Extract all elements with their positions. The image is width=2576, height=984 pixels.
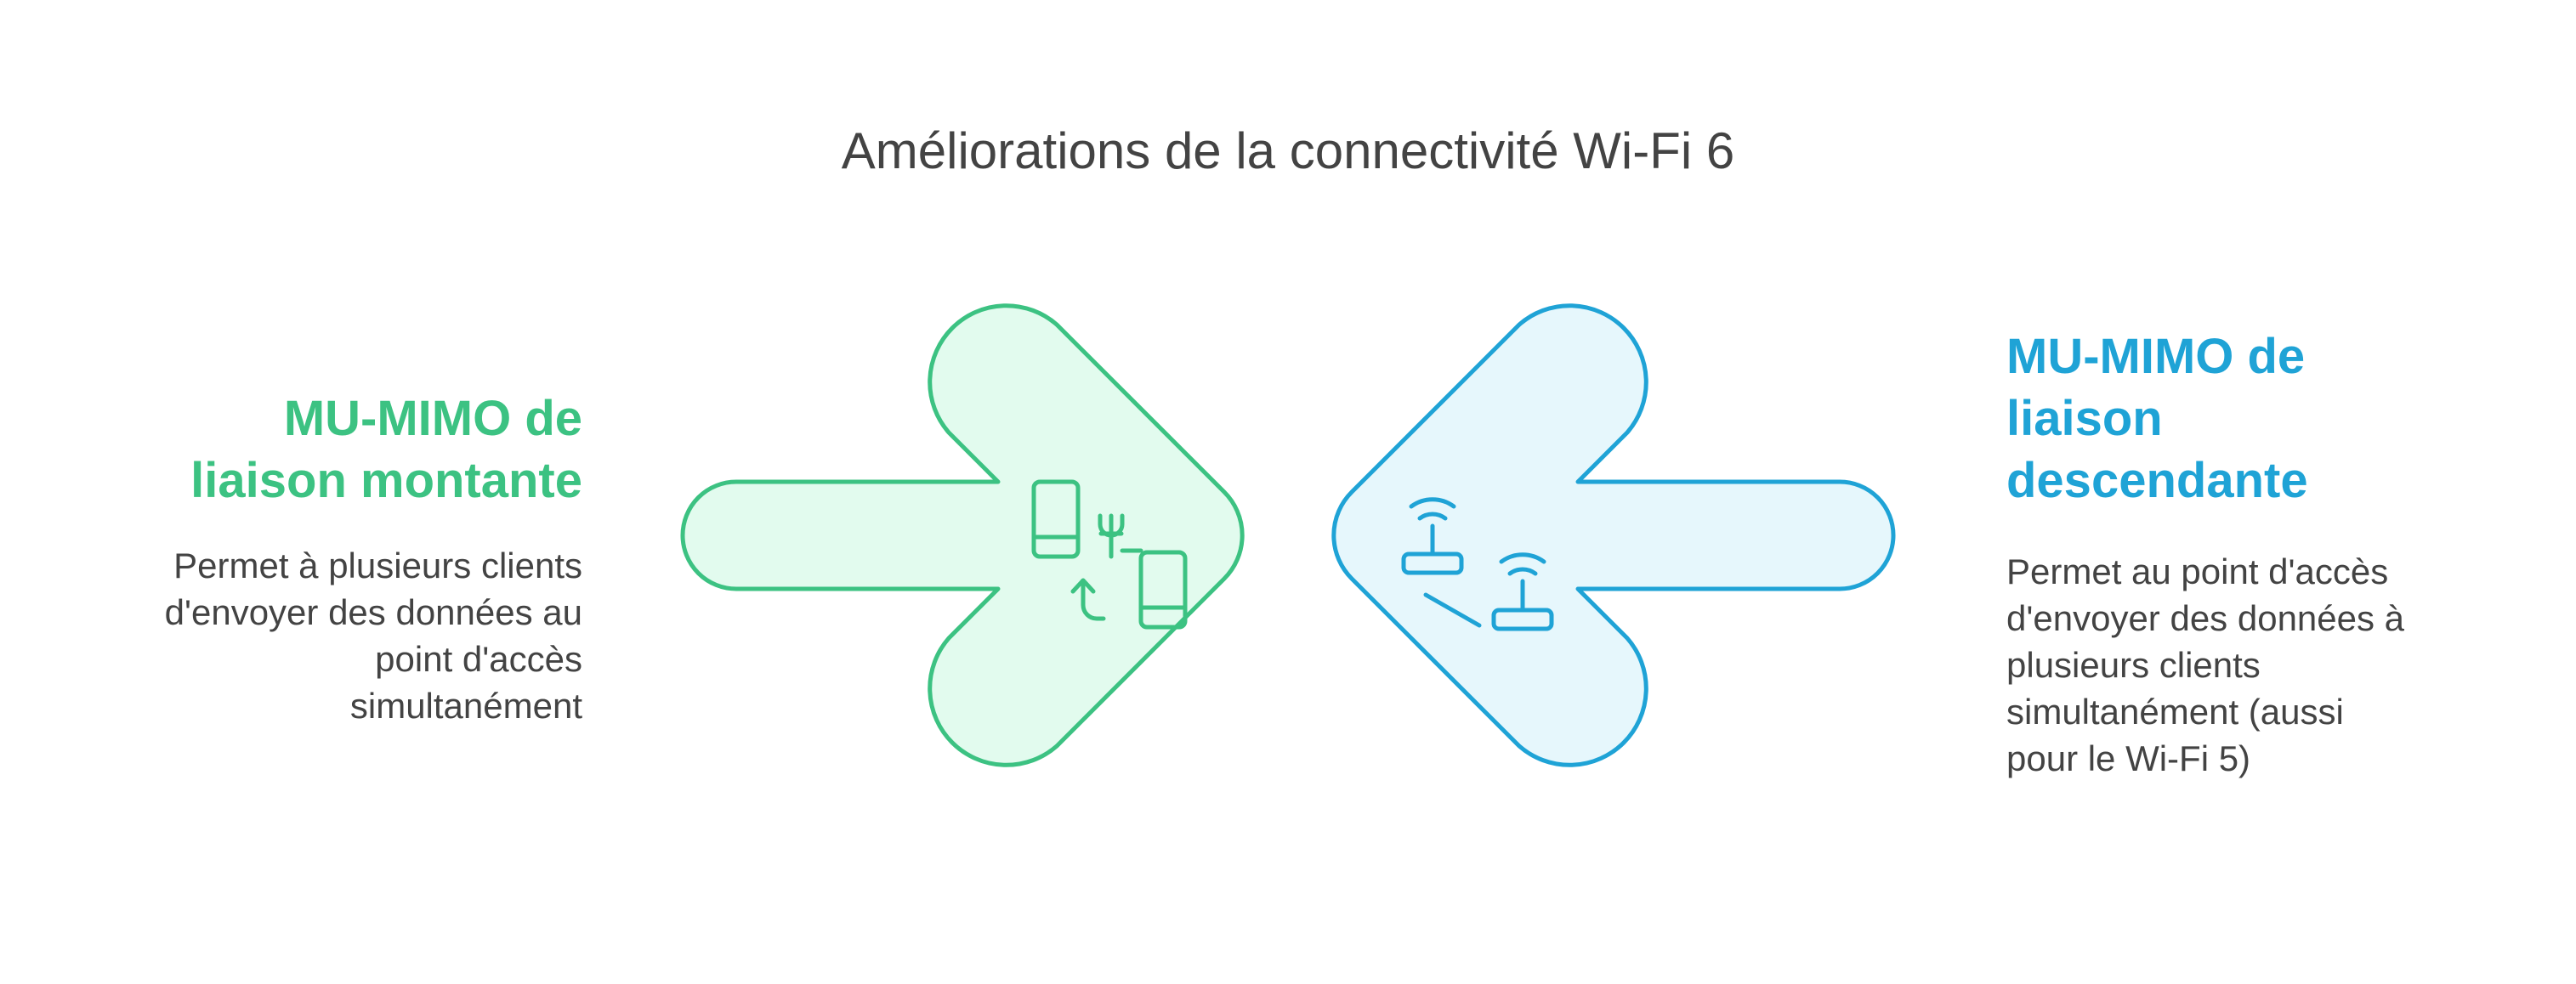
downlink-heading-line: MU-MIMO de bbox=[2006, 329, 2306, 384]
downlink-description-line: d'envoyer des données à bbox=[2006, 598, 2405, 638]
downlink-description-line: Permet au point d'accès bbox=[2006, 551, 2389, 591]
downlink-description: Permet au point d'accès d'envoyer des do… bbox=[2006, 548, 2404, 782]
uplink-description-line: Permet à plusieurs clients bbox=[173, 546, 582, 585]
uplink-heading-line: liaison montante bbox=[190, 453, 582, 508]
downlink-description-line: plusieurs clients bbox=[2006, 645, 2261, 685]
downlink-description-line: pour le Wi-Fi 5) bbox=[2006, 738, 2251, 778]
uplink-arrow bbox=[680, 303, 1245, 767]
phones-exchange-icon bbox=[1031, 479, 1188, 630]
diagram-title: Améliorations de la connectivité Wi-Fi 6 bbox=[841, 122, 1735, 179]
downlink-heading-line: liaison bbox=[2006, 391, 2163, 446]
downlink-heading-line: descendante bbox=[2006, 453, 2308, 508]
uplink-heading-line: MU-MIMO de bbox=[283, 391, 582, 446]
uplink-heading: MU-MIMO de liaison montante bbox=[190, 387, 582, 512]
routers-icon bbox=[1401, 497, 1554, 631]
uplink-description-line: d'envoyer des données au bbox=[164, 592, 582, 632]
downlink-description-line: simultanément (aussi bbox=[2006, 692, 2344, 732]
downlink-arrow bbox=[1331, 303, 1896, 767]
downlink-heading: MU-MIMO de liaison descendante bbox=[2006, 325, 2308, 512]
uplink-description: Permet à plusieurs clients d'envoyer des… bbox=[165, 542, 582, 729]
uplink-description-line: point d'accès bbox=[375, 639, 582, 679]
uplink-description-line: simultanément bbox=[349, 686, 582, 726]
